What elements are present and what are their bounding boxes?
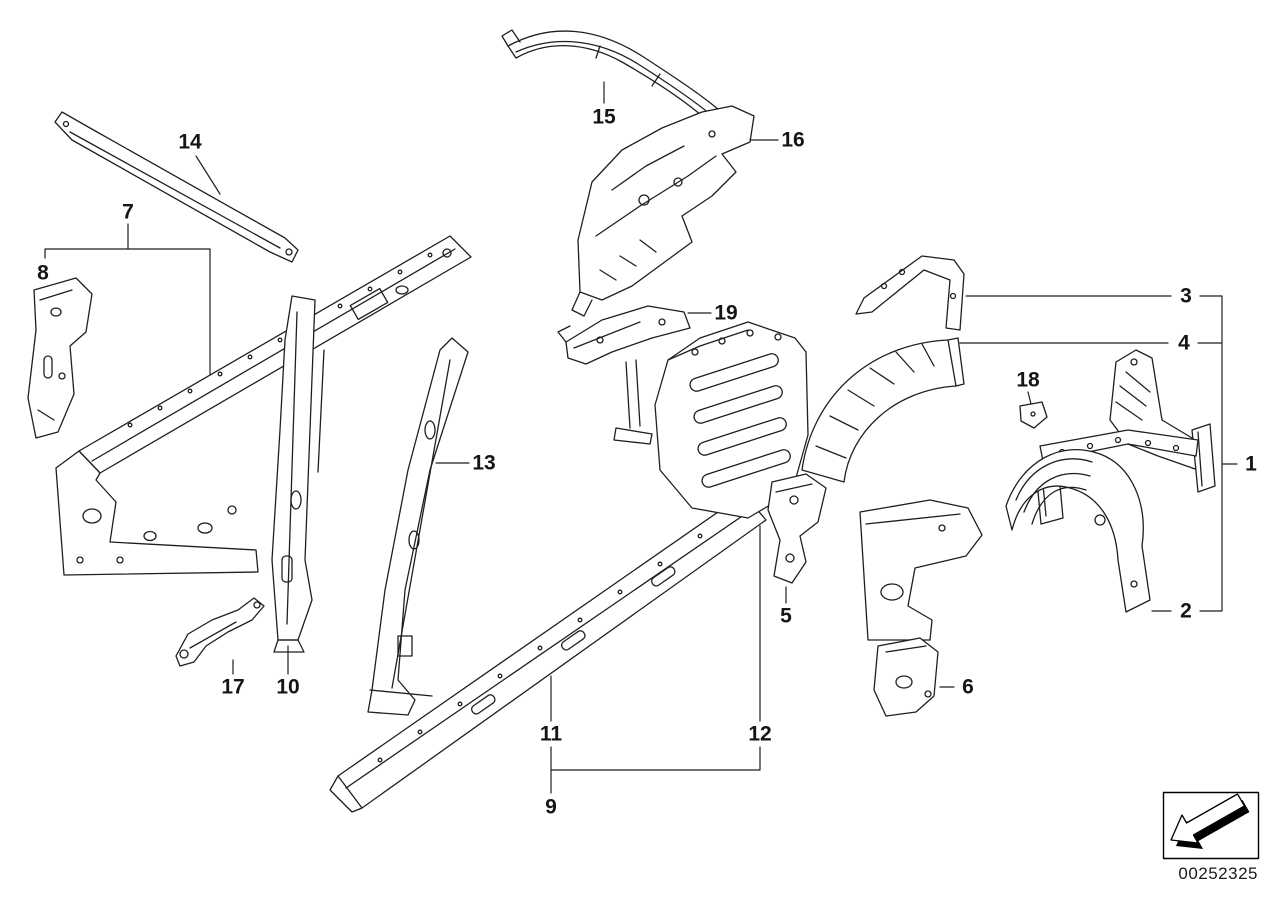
callout-19[interactable]: 19 xyxy=(714,301,738,325)
part-6-drawing xyxy=(873,637,939,717)
callout-14[interactable]: 14 xyxy=(178,130,202,154)
part-12-drawing xyxy=(654,321,809,519)
callout-13[interactable]: 13 xyxy=(472,451,496,475)
callout-12[interactable]: 12 xyxy=(748,722,772,746)
diagram-doc-number: 00252325 xyxy=(1178,864,1258,883)
callout-7[interactable]: 7 xyxy=(122,200,134,224)
part-4-drawing xyxy=(801,337,965,483)
callout-9[interactable]: 9 xyxy=(545,795,557,819)
part-13-drawing xyxy=(367,337,469,716)
callout-2[interactable]: 2 xyxy=(1180,599,1192,623)
leader-lines xyxy=(44,81,1238,794)
part-19-drawing xyxy=(557,305,691,445)
callout-6[interactable]: 6 xyxy=(962,675,974,699)
callout-16[interactable]: 16 xyxy=(781,128,805,152)
callout-4[interactable]: 4 xyxy=(1178,331,1190,355)
part-7-side-frame-drawing xyxy=(55,235,472,576)
callout-5[interactable]: 5 xyxy=(780,604,792,628)
callout-17[interactable]: 17 xyxy=(221,675,245,699)
callout-3[interactable]: 3 xyxy=(1180,284,1192,308)
part-8-drawing xyxy=(27,277,93,439)
callout-11[interactable]: 11 xyxy=(539,722,563,746)
part-3-drawing xyxy=(855,255,965,331)
part-11-sill-drawing xyxy=(329,493,767,813)
direction-arrow-box xyxy=(1162,791,1260,860)
callout-15[interactable]: 15 xyxy=(592,105,616,129)
part-10-drawing xyxy=(271,295,316,653)
part-14-drawing xyxy=(54,111,299,263)
part-16-drawing xyxy=(571,105,755,317)
part-5-drawing xyxy=(767,473,827,584)
direction-arrow-icon xyxy=(1170,793,1246,844)
callout-8[interactable]: 8 xyxy=(37,261,49,285)
part-17-drawing xyxy=(175,597,265,667)
callout-18[interactable]: 18 xyxy=(1016,368,1040,392)
callout-1[interactable]: 1 xyxy=(1245,452,1257,476)
part-18-drawing xyxy=(1019,401,1048,429)
callout-10[interactable]: 10 xyxy=(276,675,300,699)
part-1-assembly-drawing xyxy=(859,349,1216,641)
